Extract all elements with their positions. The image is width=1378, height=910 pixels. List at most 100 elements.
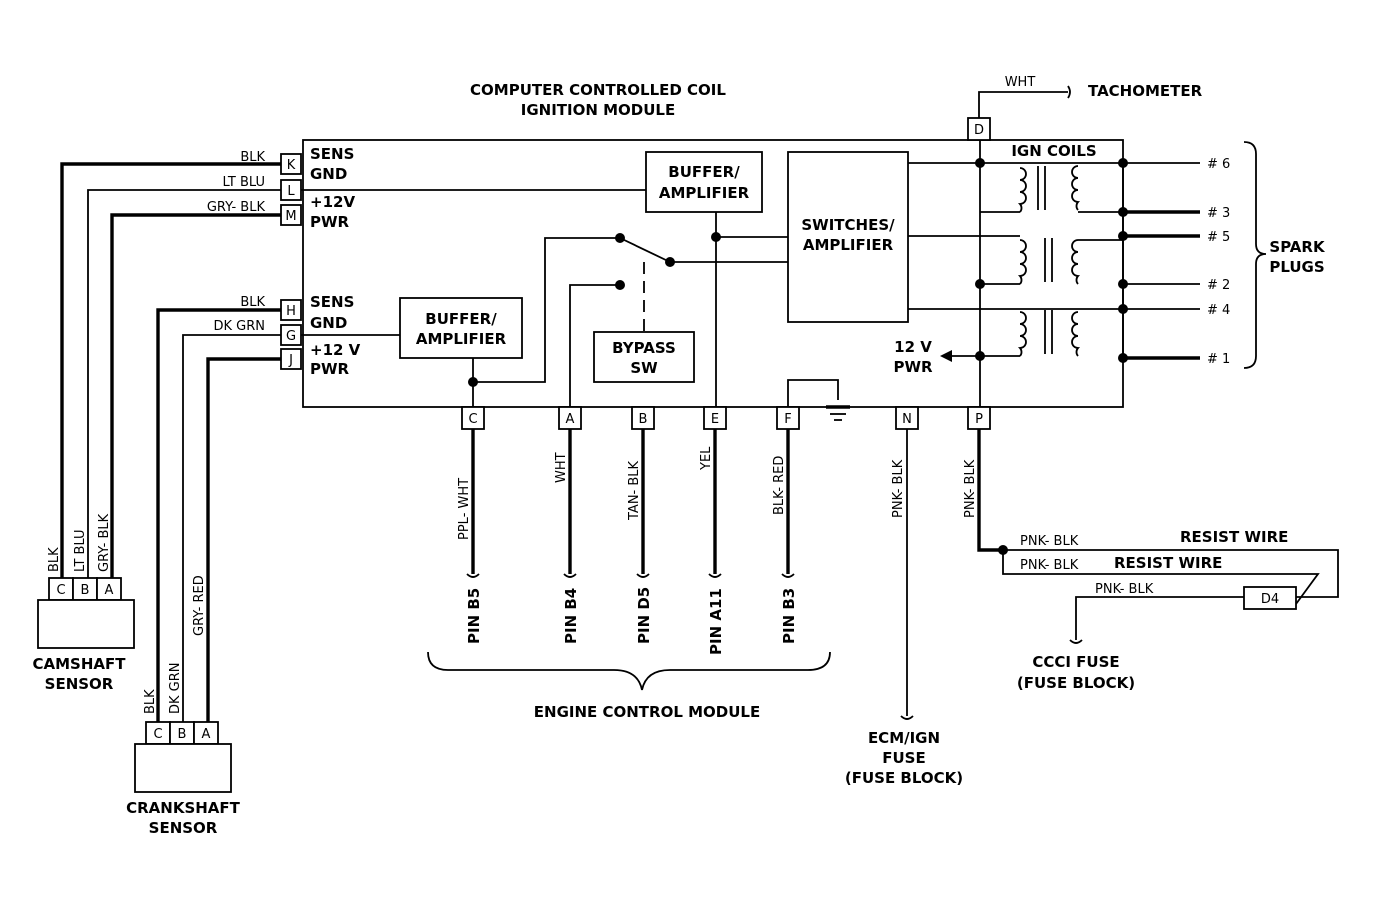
- label-gnd-2: GND: [310, 314, 347, 332]
- wire-label-a: WHT: [554, 452, 569, 483]
- junction-dot: [711, 232, 721, 242]
- internal-wiring: [301, 189, 839, 407]
- wire-label-n: PNK- BLK: [891, 459, 906, 518]
- buffer-top-line1: BUFFER/: [668, 163, 740, 181]
- resist-wire1-label: RESIST WIRE: [1180, 528, 1288, 546]
- switch-pivot-dot: [665, 257, 675, 267]
- label-sens-2: SENS: [310, 293, 354, 311]
- wire-label-b: TAN- BLK: [627, 460, 642, 521]
- ecm-fuse-line1: ECM/IGN: [868, 729, 940, 747]
- ecm-terminal-icons: [466, 573, 914, 720]
- crank-pin-b: B: [178, 727, 187, 742]
- ecm-brace: [427, 651, 831, 691]
- plug-5-label: # 5: [1207, 230, 1230, 245]
- wire-label-p: PNK- BLK: [963, 459, 978, 518]
- tachometer-label: TACHOMETER: [1088, 82, 1203, 100]
- pin-a-label: A: [566, 412, 575, 427]
- ccci-fuse-line2: (FUSE BLOCK): [1017, 674, 1135, 692]
- wire-blk-k: [60, 162, 281, 578]
- switch-contact-dot: [615, 233, 625, 243]
- coil-junction-dots: [975, 158, 1128, 363]
- wire-to-ccci-fuse: [1075, 596, 1244, 640]
- junction-dot: [975, 158, 985, 168]
- plug-3-label: # 3: [1207, 206, 1230, 221]
- crank-pin-c: C: [153, 727, 162, 742]
- ground-icon: [826, 405, 850, 421]
- pin-n-label: N: [902, 412, 912, 427]
- buffer-bottom-line2: AMPLIFIER: [416, 330, 507, 348]
- plug-4-label: # 4: [1207, 303, 1230, 318]
- wire-tach: [978, 91, 1068, 118]
- plug-2-label: # 2: [1207, 278, 1230, 293]
- ecm-pin-b5: PIN B5: [465, 588, 483, 644]
- wire-label-g: DK GRN: [214, 319, 266, 334]
- crank-wire-dkgrn: DK GRN: [168, 663, 183, 715]
- resist-wire-1: [1003, 549, 1339, 598]
- tach-wire-label: WHT: [1005, 75, 1036, 90]
- label-pwr-1: PWR: [310, 213, 350, 231]
- wire-dkgrn-g: [182, 334, 281, 722]
- switches-line2: AMPLIFIER: [803, 236, 894, 254]
- ccci-fuse-line1: CCCI FUSE: [1032, 653, 1119, 671]
- camshaft-label-line1: CAMSHAFT: [33, 655, 127, 673]
- terminal-icon: [636, 573, 650, 578]
- ign-coil-3: [1017, 310, 1081, 357]
- crank-pin-a: A: [202, 727, 211, 742]
- coil-secondary: [1071, 311, 1081, 357]
- crankshaft-sensor: [134, 721, 232, 793]
- label-12v-1: +12V: [310, 193, 355, 211]
- switch-contact-dot: [615, 280, 625, 290]
- wire-gryblk-m: [110, 213, 281, 578]
- coil-primary: [1017, 311, 1027, 357]
- camshaft-sensor: [37, 577, 135, 649]
- spark-plug-brace: [1243, 141, 1267, 369]
- crankshaft-label-line2: SENSOR: [149, 819, 218, 837]
- ecm-fuse-line2: FUSE: [882, 749, 925, 767]
- crankshaft-sensor-body: [134, 743, 232, 793]
- coil-primary: [1017, 167, 1027, 213]
- junction-dot: [468, 377, 478, 387]
- wire-label-j: GRY- RED: [192, 575, 207, 636]
- wire-label-k: BLK: [240, 150, 265, 165]
- wire-label-e: YEL: [699, 446, 714, 471]
- wire-label-f: BLK- RED: [772, 456, 787, 515]
- cam-pin-b: B: [81, 583, 90, 598]
- ccci-terminal-icon: [1069, 639, 1083, 644]
- ecm-pin-b4: PIN B4: [562, 588, 580, 644]
- label-gnd-1: GND: [310, 165, 347, 183]
- terminal-icon: [900, 715, 914, 720]
- camshaft-wiring: [60, 162, 281, 578]
- junction-dot: [1118, 158, 1128, 168]
- resist-wire2-label: RESIST WIRE: [1114, 554, 1222, 572]
- junction-dot: [1118, 207, 1128, 217]
- ecm-fuse-line3: (FUSE BLOCK): [845, 769, 963, 787]
- label-pwr-2: PWR: [310, 360, 350, 378]
- plug-6-label: # 6: [1207, 157, 1230, 172]
- junction-dot: [1118, 231, 1128, 241]
- junction-dot: [975, 279, 985, 289]
- terminal-icon: [708, 573, 722, 578]
- label-12v-2: +12 V: [310, 341, 361, 359]
- junction-dot: [1118, 304, 1128, 314]
- resist-wiring: [977, 429, 1339, 644]
- wire-p-down: [977, 429, 1003, 552]
- plug-1-label: # 1: [1207, 352, 1230, 367]
- module-title-line1: COMPUTER CONTROLLED COIL: [470, 81, 726, 99]
- wire-a-to-switch: [569, 284, 620, 407]
- camshaft-sensor-body: [37, 599, 135, 649]
- pin-c-label: C: [468, 412, 477, 427]
- switches-amplifier-block: [787, 151, 909, 323]
- ecm-label: ENGINE CONTROL MODULE: [534, 703, 760, 721]
- pin-m-label: M: [285, 209, 296, 224]
- junction-dots: [468, 232, 721, 387]
- crankshaft-wiring: [156, 308, 281, 722]
- cam-pin-a: A: [105, 583, 114, 598]
- left-connector-pins: K L M H G J: [280, 153, 302, 370]
- label-sens-1: SENS: [310, 145, 354, 163]
- switches-line1: SWITCHES/: [801, 216, 895, 234]
- module-title-line2: IGNITION MODULE: [521, 101, 675, 119]
- wire-ltblu-l: [87, 189, 281, 578]
- pin-g-label: G: [286, 329, 296, 344]
- wire-label-m: GRY- BLK: [207, 200, 266, 215]
- wire-c-to-switch: [473, 237, 620, 383]
